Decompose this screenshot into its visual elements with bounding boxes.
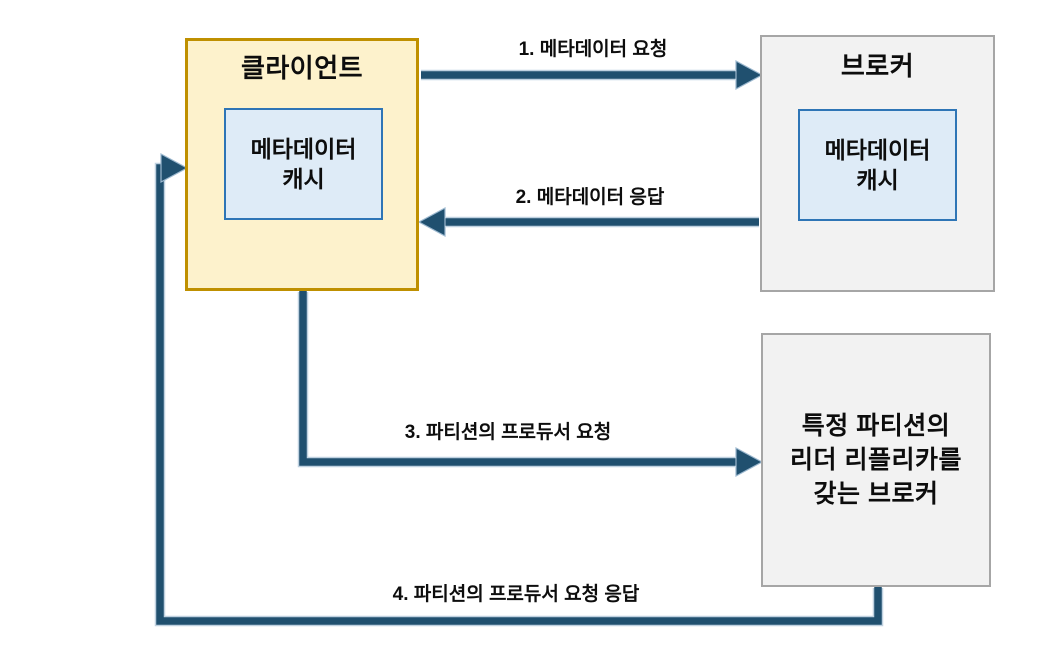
arrow-3-shaft [299, 290, 738, 466]
arrow-1-arrowhead-icon [735, 59, 764, 91]
broker-cache-line-2: 캐시 [856, 167, 899, 193]
arrow-4-label: 4. 파티션의 프로듀서 요청 응답 [392, 584, 640, 605]
leader-replica-broker-label: 특정 파티션의 리더 리플리카를 갖는 브로커 [790, 409, 962, 511]
arrow-3-producer-request [297, 290, 764, 478]
arrow-2-metadata-response [417, 206, 759, 238]
arrow-4-producer-response [154, 152, 884, 627]
arrow-2-arrowhead-icon [417, 206, 446, 238]
leader-replica-broker-box: 특정 파티션의 리더 리플리카를 갖는 브로커 [761, 333, 991, 587]
leader-broker-line-2: 리더 리플리카를 [790, 446, 962, 474]
leader-broker-line-3: 갖는 브로커 [813, 480, 939, 508]
arrow-2-label: 2. 메타데이터 응답 [515, 187, 665, 208]
client-metadata-cache-box: 메타데이터 캐시 [224, 108, 383, 220]
arrow-4-arrowhead-icon [160, 152, 189, 184]
arrow-3-label: 3. 파티션의 프로듀서 요청 [404, 422, 612, 443]
client-box: 클라이언트 메타데이터 캐시 [185, 38, 419, 291]
client-cache-line-2: 캐시 [282, 166, 325, 192]
broker-title: 브로커 [840, 51, 915, 81]
arrow-1-label: 1. 메타데이터 요청 [518, 39, 668, 60]
client-title: 클라이언트 [240, 53, 364, 83]
leader-broker-line-1: 특정 파티션의 [801, 412, 951, 440]
broker-metadata-cache-box: 메타데이터 캐시 [798, 109, 957, 221]
broker-cache-line-1: 메타데이터 [824, 137, 931, 163]
arrow-3-arrowhead-icon [735, 446, 764, 478]
client-cache-line-1: 메타데이터 [250, 136, 357, 162]
broker-box: 브로커 메타데이터 캐시 [760, 35, 995, 292]
arrow-1-metadata-request [421, 59, 764, 91]
